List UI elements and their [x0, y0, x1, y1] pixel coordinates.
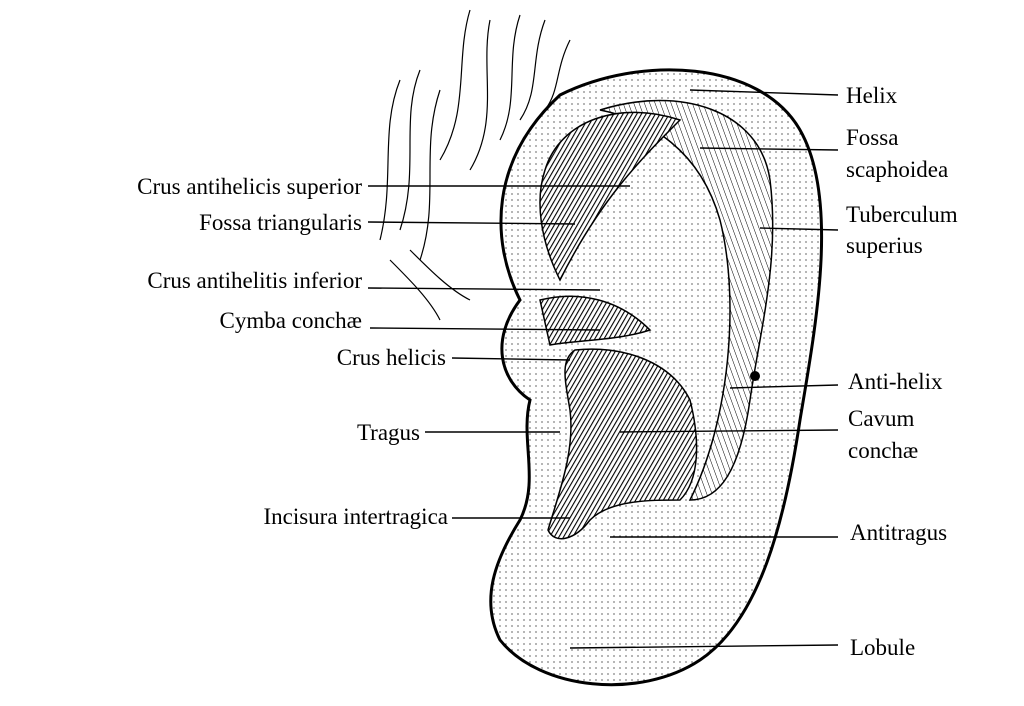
tubercle-dot	[750, 371, 760, 381]
cavum-conchae-shape	[547, 348, 698, 540]
label-fossa-scaphoidea-2: scaphoidea	[846, 157, 948, 182]
label-cymba-conchae: Cymba conchæ	[220, 308, 362, 333]
label-fossa-scaphoidea-1: Fossa	[846, 125, 898, 150]
label-crus-helicis: Crus helicis	[337, 345, 446, 370]
fossa-scaphoidea-shape	[599, 99, 774, 501]
cymba-conchae-shape	[539, 295, 652, 346]
hair-strands	[379, 9, 571, 321]
label-cavum-conchae-1: Cavum	[848, 406, 915, 431]
label-incisura-intertragica: Incisura intertragica	[263, 504, 448, 529]
label-tragus: Tragus	[357, 420, 420, 445]
label-crus-antihelitis-inferior: Crus antihelitis inferior	[147, 268, 362, 293]
leader-lines	[367, 89, 839, 649]
label-anti-helix: Anti-helix	[848, 369, 943, 394]
label-lobule: Lobule	[850, 635, 915, 660]
fossa-triangularis-shape	[539, 111, 682, 282]
label-antitragus: Antitragus	[850, 520, 947, 545]
label-tuberculum-superius-1: Tuberculum	[846, 202, 958, 227]
label-fossa-triangularis: Fossa triangularis	[199, 210, 362, 235]
label-crus-antihelicis-superior: Crus antihelicis superior	[137, 174, 362, 199]
label-cavum-conchae-2: conchæ	[848, 438, 918, 463]
label-tuberculum-superius-2: superius	[846, 233, 923, 258]
label-helix: Helix	[846, 83, 898, 108]
